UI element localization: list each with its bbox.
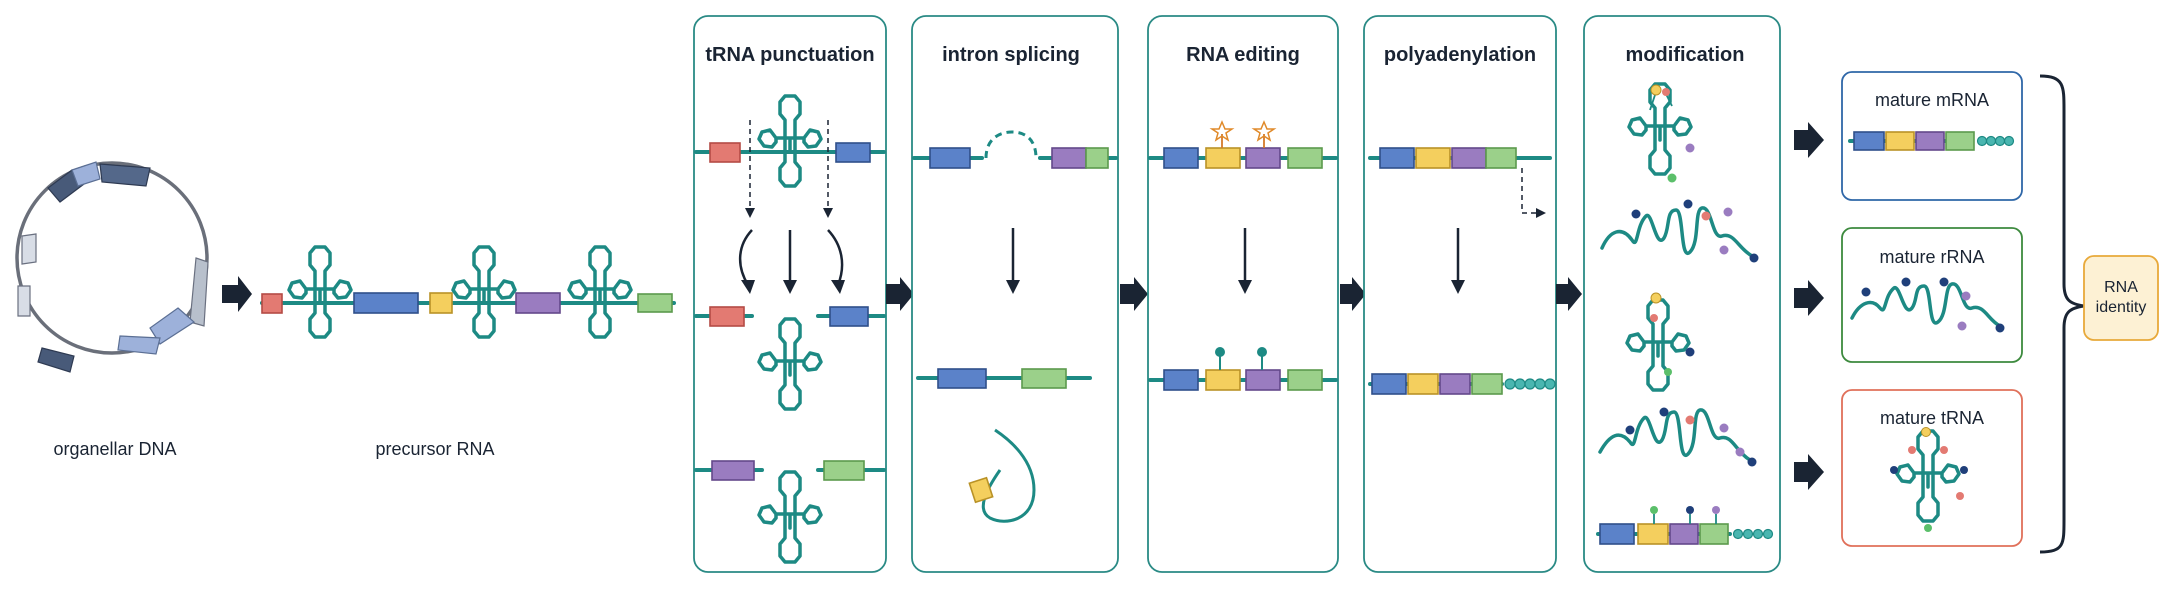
panel-modification-title: modification (1626, 44, 1745, 66)
organellar-dna-circle (15, 161, 209, 373)
arrow-to-modification (1556, 277, 1582, 311)
panel-modification (1583, 15, 1781, 573)
panel-polyadenylation-title: polyadenylation (1384, 44, 1536, 66)
output-mature-rrna (1841, 227, 2023, 363)
arrow-dna-to-precursor (222, 276, 252, 312)
precursor-rna (260, 245, 676, 339)
output-mature-trna-title: mature tRNA (1880, 408, 1984, 428)
arrow-to-mrna (1794, 122, 1824, 158)
rna-identity-box (2083, 255, 2159, 341)
panel-rna-editing-title: RNA editing (1186, 44, 1300, 66)
mature-trna-content (1890, 427, 1968, 532)
intron-splicing-content (912, 130, 1118, 523)
arrow-to-trna (1794, 454, 1824, 490)
arrow-to-intron (886, 277, 914, 311)
organellar-dna-label: organellar DNA (53, 439, 176, 459)
panel-intron-splicing (911, 15, 1119, 573)
polyadenylation-content (1368, 147, 1556, 395)
panel-rna-editing (1147, 15, 1339, 573)
grouping-bracket (2039, 74, 2085, 554)
arrow-to-rrna (1794, 280, 1824, 316)
panel-trna-punctuation-title: tRNA punctuation (705, 44, 874, 66)
arrow-to-polyadenylation (1340, 277, 1366, 311)
rna-identity-label: RNA identity (2095, 279, 2147, 316)
mature-rrna-content (1850, 277, 2005, 333)
panel-intron-splicing-title: intron splicing (942, 44, 1080, 66)
rna-editing-content (1148, 120, 1338, 391)
output-mature-mrna-title: mature mRNA (1875, 90, 1989, 110)
output-mature-rrna-title: mature rRNA (1879, 247, 1984, 267)
precursor-rna-label: precursor RNA (375, 439, 494, 459)
panel-polyadenylation (1363, 15, 1557, 573)
mature-mrna-content (1848, 131, 2015, 151)
modification-content (1596, 82, 1774, 545)
trna-punctuation-content (694, 94, 886, 564)
arrow-to-editing (1120, 277, 1148, 311)
